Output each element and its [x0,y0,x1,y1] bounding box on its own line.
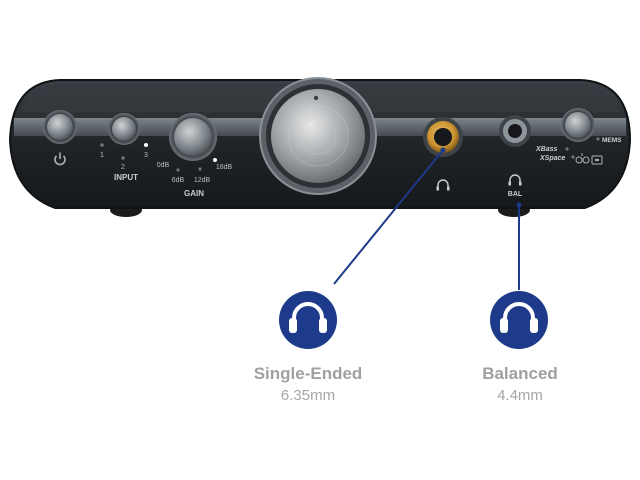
xbass-indicator [565,147,569,151]
balanced-jack[interactable] [499,115,531,147]
bluetooth-icon [575,153,590,164]
single-ended-leader-line [333,149,444,285]
gain-label-0db: 0dB [157,162,170,169]
xbass-label: XBass [535,146,558,153]
bal-jack-label: BAL [508,191,523,198]
headphone-icon [289,302,327,333]
power-icon [54,152,66,166]
input-label-2: 2 [121,164,125,171]
xspace-indicator [571,155,575,159]
input-label-1: 1 [100,152,104,159]
usb-icon [591,155,603,165]
single-ended-title: Single-Ended [253,364,363,383]
single-ended-jack[interactable] [423,117,463,157]
input-title: INPUT [114,173,138,182]
gain-indicator-6db [176,168,180,172]
balanced-leader-dot [516,202,522,208]
power-knob[interactable] [43,110,77,144]
gain-indicator-12db [198,167,202,171]
input-indicator-2 [121,156,125,160]
balanced-title: Balanced [482,364,558,383]
headphone-icon [436,179,450,191]
xspace-label: XSpace [539,155,565,162]
gain-title: GAIN [184,189,204,198]
function-knob[interactable] [561,108,595,142]
single-ended-size: 6.35mm [280,387,336,404]
gain-label-6db: 6dB [172,177,185,184]
input-indicator-3 [144,143,148,147]
volume-knob[interactable] [259,77,377,195]
mems-indicator [596,137,600,141]
single-ended-badge [279,291,337,349]
gain-label-18db: 18dB [216,164,233,171]
single-ended-leader-dot [440,147,446,153]
headphone-icon [500,302,538,333]
input-indicator-1 [100,143,104,147]
gain-indicator-18db [213,158,217,162]
gain-knob[interactable] [169,113,217,161]
input-label-3: 3 [144,152,148,159]
headphone-icon [508,174,522,186]
mems-label: MEMS [602,137,622,144]
gain-label-12db: 12dB [194,177,211,184]
balanced-size: 4.4mm [497,387,543,404]
input-selector-knob[interactable] [108,113,140,145]
balanced-badge [490,291,548,349]
